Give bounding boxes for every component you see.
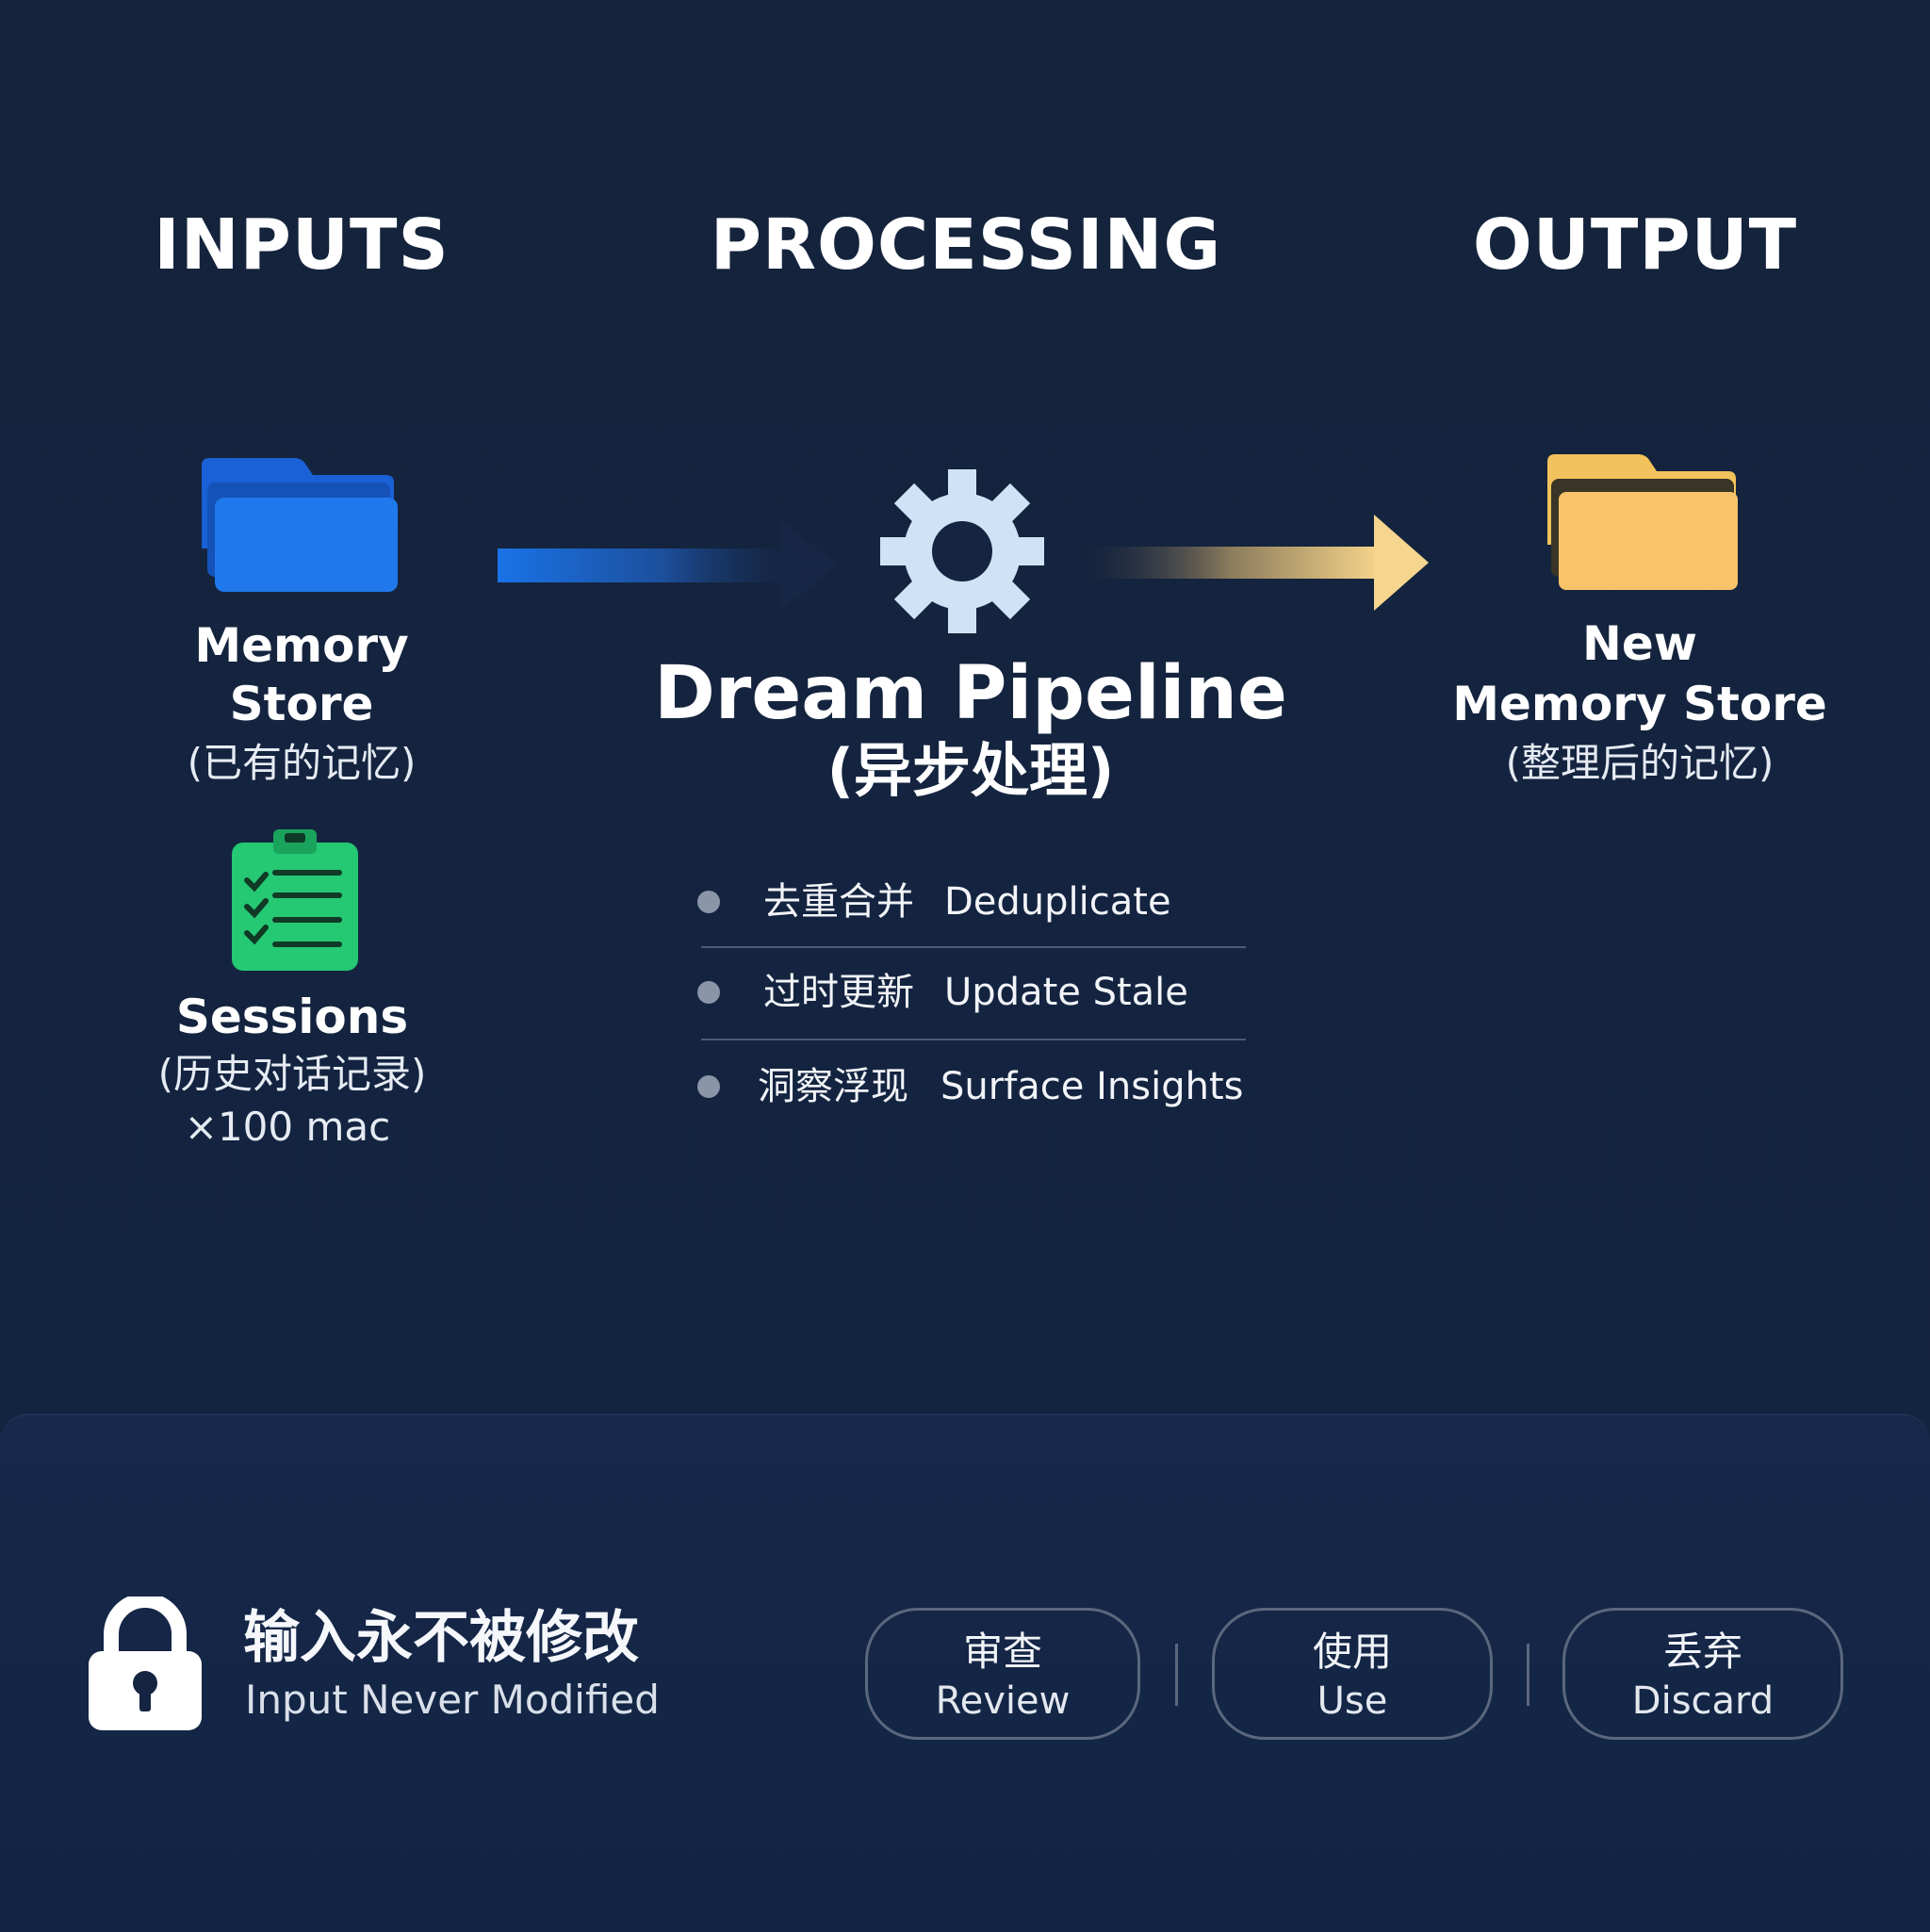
sessions-subtitle: (历史对话记录) [157, 1051, 427, 1097]
review-button[interactable]: 审查 Review [865, 1608, 1140, 1740]
input-never-modified-en: Input Never Modified [245, 1677, 660, 1723]
step-bullet [697, 1075, 720, 1098]
memory-store-title-line2: Store [229, 677, 374, 731]
step-surface-insights: 洞察浮现 Surface Insights [697, 1044, 1244, 1129]
step-update-stale: 过时更新 Update Stale [697, 950, 1244, 1035]
step-deduplicate: 去重合并 Deduplicate [697, 860, 1244, 944]
memory-store-title-line1: Memory [194, 618, 409, 673]
pipeline-subtitle: (异步处理) [826, 736, 1115, 805]
step-label-en: Update Stale [944, 971, 1188, 1014]
output-heading: OUTPUT [1472, 205, 1798, 286]
processing-heading: PROCESSING [710, 205, 1222, 286]
inputs-heading: INPUTS [154, 205, 450, 286]
step-label-en: Surface Insights [940, 1065, 1244, 1108]
action-separator [1175, 1644, 1178, 1706]
new-memory-store-folder-icon [1544, 450, 1742, 594]
step-label-zh: 过时更新 [763, 971, 914, 1014]
review-button-label-en: Review [935, 1679, 1071, 1723]
footer-panel [0, 1414, 1930, 1932]
sessions-title: Sessions [175, 990, 409, 1044]
discard-button-label-en: Discard [1631, 1679, 1775, 1723]
use-button-label-en: Use [1317, 1679, 1388, 1723]
new-memory-store-title-line2: Memory Store [1452, 677, 1827, 731]
memory-store-subtitle: (已有的记忆) [187, 740, 417, 786]
input-never-modified-zh: 输入永不被修改 [243, 1605, 639, 1671]
pipeline-title: Dream Pipeline [654, 651, 1287, 736]
step-label-en: Deduplicate [944, 880, 1171, 924]
discard-button[interactable]: 丢弃 Discard [1562, 1608, 1843, 1740]
input-arrow [498, 516, 839, 614]
step-divider [701, 1039, 1246, 1040]
step-bullet [697, 981, 720, 1004]
step-divider [701, 946, 1246, 948]
step-label-zh: 去重合并 [763, 880, 914, 924]
step-label-zh: 洞察浮现 [758, 1065, 908, 1108]
discard-button-label-zh: 丢弃 [1662, 1629, 1742, 1675]
output-arrow [1084, 513, 1429, 613]
sessions-clipboard-checklist-icon [226, 822, 364, 974]
memory-store-folder-icon [198, 454, 401, 598]
new-memory-store-subtitle: (整理后的记忆) [1505, 740, 1775, 786]
sessions-count: ×100 mac [184, 1104, 391, 1150]
lock-icon [89, 1593, 202, 1730]
step-bullet [697, 891, 720, 913]
action-separator [1527, 1644, 1529, 1706]
gear-icon [878, 467, 1046, 635]
review-button-label-zh: 审查 [962, 1629, 1042, 1675]
use-button-label-zh: 使用 [1312, 1629, 1392, 1675]
new-memory-store-title-line1: New [1582, 616, 1697, 671]
use-button[interactable]: 使用 Use [1212, 1608, 1493, 1740]
